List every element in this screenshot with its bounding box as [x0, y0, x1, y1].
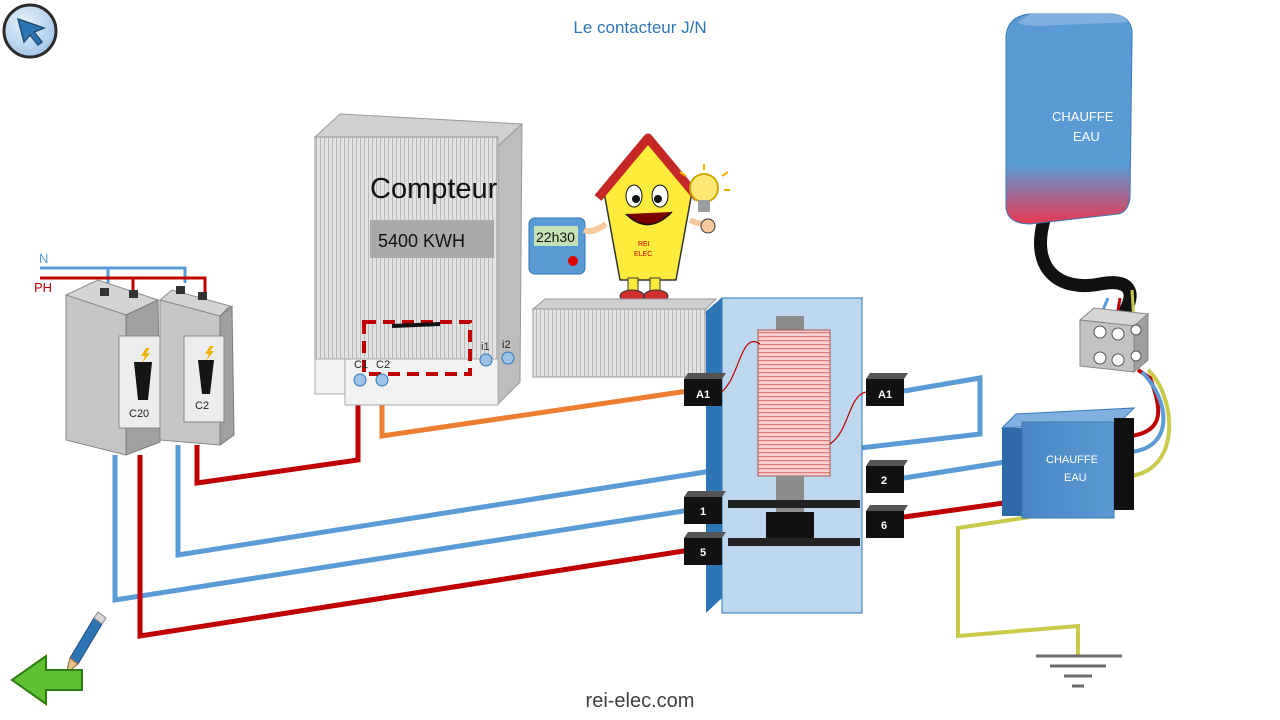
timer-clock: 22h30	[528, 217, 586, 275]
svg-text:6: 6	[881, 520, 887, 532]
heater-large-label-2: EAU	[1073, 129, 1100, 144]
terminal-2: 2	[866, 460, 908, 493]
energy-meter: Compteur 5400 KWH C1 C2 i1 i2	[313, 113, 524, 406]
meter-title: Compteur	[370, 173, 498, 205]
din-rail-strip	[531, 298, 718, 378]
terminal-c2-label: C2	[376, 359, 390, 371]
terminal-6: 6	[866, 505, 908, 538]
pencil-icon[interactable]	[65, 611, 107, 676]
breaker-c20: C20	[64, 279, 162, 456]
back-arrow-cursor-icon[interactable]	[2, 3, 58, 59]
rei-elec-mascot: REI ELEC	[582, 133, 716, 303]
heater-small-label-2: EAU	[1064, 472, 1087, 484]
phase-label: PH	[34, 280, 52, 295]
page-title: Le contacteur J/N	[573, 18, 707, 37]
terminal-a1-left: A1	[684, 373, 726, 406]
terminal-a1-right: A1	[866, 373, 908, 406]
water-heater-large: CHAUFFE EAU	[1005, 13, 1133, 225]
svg-text:A1: A1	[696, 389, 710, 401]
breaker-c2: C2	[158, 286, 235, 446]
lightbulb-icon	[679, 164, 730, 212]
wires	[40, 218, 1172, 656]
terminal-5: 5	[684, 532, 726, 565]
neutral-label: N	[39, 251, 48, 266]
terminal-block	[1078, 307, 1150, 374]
water-heater-small: CHAUFFE EAU	[1000, 407, 1136, 519]
mascot-text-2: ELEC	[634, 251, 652, 258]
terminal-1: 1	[684, 491, 726, 524]
heater-large-label-1: CHAUFFE	[1052, 109, 1114, 124]
green-left-arrow-icon[interactable]	[10, 654, 83, 706]
terminal-c1-label: C1	[354, 359, 368, 371]
breaker-c20-label: C20	[129, 408, 149, 420]
heater-small-label-1: CHAUFFE	[1046, 454, 1098, 466]
meter-display	[370, 220, 494, 258]
timer-display: 22h30	[536, 229, 575, 245]
svg-text:2: 2	[881, 475, 887, 487]
svg-text:1: 1	[700, 506, 706, 518]
svg-text:A1: A1	[878, 389, 892, 401]
svg-text:5: 5	[700, 547, 706, 559]
ground-symbol-icon	[1036, 654, 1122, 688]
meter-reading: 5400 KWH	[378, 231, 465, 251]
mascot-text-1: REI	[638, 241, 650, 248]
terminal-i1-label: i1	[481, 341, 490, 353]
breaker-c2-label: C2	[195, 400, 209, 412]
site-url: rei-elec.com	[585, 690, 695, 712]
terminal-i2-label: i2	[502, 339, 511, 351]
day-night-contactor	[704, 297, 867, 614]
